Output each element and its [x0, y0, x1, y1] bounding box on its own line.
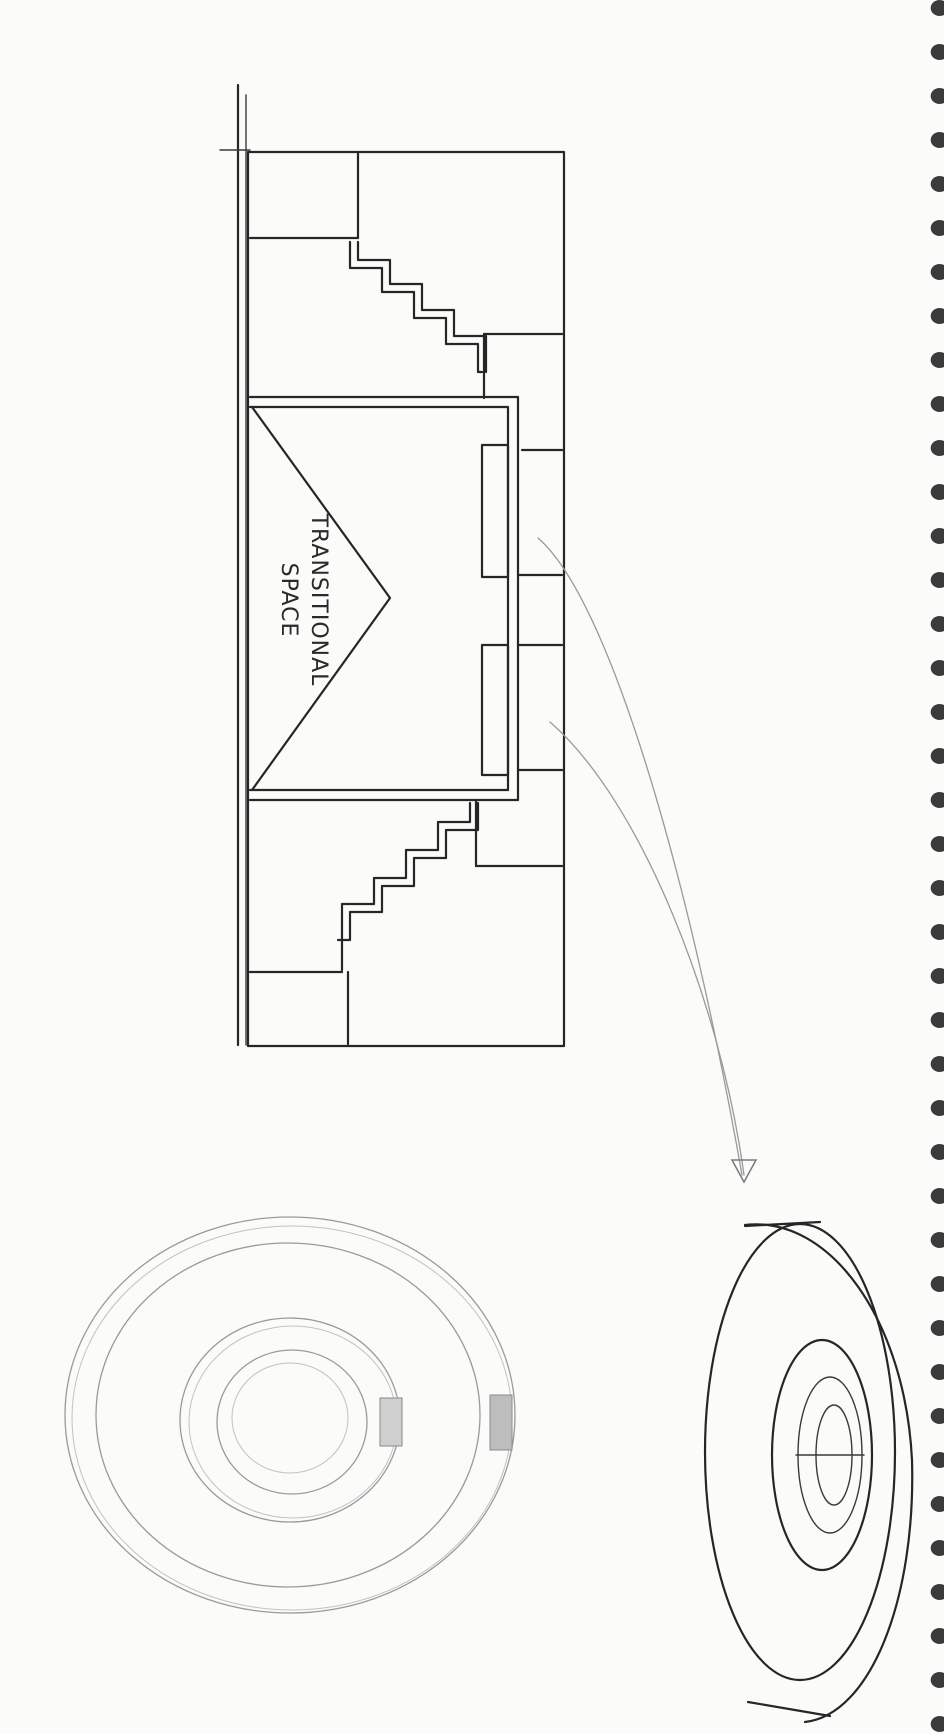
- spiral-binding-icon: [930, 0, 944, 1732]
- arrow-line-2: [549, 721, 745, 1176]
- outer-ring: [64, 1216, 516, 1614]
- spiral-ring: [930, 1012, 944, 1028]
- ring-side-wall: [743, 1223, 914, 1724]
- spiral-ring: [930, 924, 944, 940]
- spiral-ring: [930, 88, 944, 104]
- spiral-ring: [930, 1320, 944, 1336]
- spiral-ring: [930, 0, 944, 16]
- spiral-ring: [930, 1672, 944, 1688]
- spiral-ring: [930, 660, 944, 677]
- spiral-ring: [930, 1452, 944, 1468]
- spiral-ring: [930, 704, 944, 720]
- spiral-ring: [930, 1276, 944, 1292]
- spiral-ring: [930, 308, 944, 324]
- spiral-ring: [930, 1100, 944, 1116]
- spiral-ring: [930, 132, 944, 148]
- spiral-ring: [930, 220, 944, 236]
- spiral-ring: [930, 880, 944, 897]
- roof-v-shape: [250, 405, 392, 792]
- transitional-space-outline: [248, 395, 520, 802]
- spiral-ring: [930, 528, 944, 544]
- transitional-space-outline-inner: [248, 405, 510, 792]
- spiral-ring: [930, 1232, 944, 1248]
- spiral-ring: [930, 968, 944, 984]
- arrow-line-1: [537, 537, 743, 1176]
- spiral-ring: [930, 572, 944, 588]
- lower-stair-inner: [340, 801, 472, 972]
- spiral-ring: [930, 1188, 944, 1204]
- spiral-ring: [930, 1540, 944, 1556]
- inner-ring: [216, 1349, 368, 1495]
- ring-plan-sketch: [64, 1216, 516, 1614]
- spiral-ring: [930, 176, 944, 192]
- ring-rim-bottom: [746, 1700, 832, 1718]
- opening-block: [379, 1397, 403, 1447]
- spiral-ring: [930, 264, 944, 280]
- spiral-ring: [930, 1144, 944, 1160]
- side-panel: [480, 643, 510, 777]
- spiral-ring: [930, 1584, 944, 1600]
- inner-core: [231, 1362, 349, 1474]
- spiral-ring: [930, 1628, 944, 1644]
- label-line-1: TRANSITIONAL: [306, 513, 331, 687]
- spiral-ring: [930, 1716, 944, 1732]
- spiral-ring: [930, 1407, 944, 1424]
- opening-block: [489, 1394, 513, 1451]
- upper-stair: [348, 240, 484, 374]
- arrowhead-icon: [730, 1159, 758, 1184]
- section-drawing: TRANSITIONAL SPACE: [219, 83, 566, 1048]
- spiral-ring: [930, 396, 944, 412]
- spiral-ring: [930, 792, 944, 808]
- outer-ring-shadow: [71, 1225, 513, 1611]
- spiral-ring: [930, 616, 944, 632]
- ring-perspective-sketch: [703, 1220, 914, 1724]
- spiral-ring: [930, 1496, 944, 1512]
- lower-stair: [336, 801, 480, 942]
- spiral-ring: [930, 352, 944, 368]
- spiral-ring: [930, 1363, 944, 1380]
- arrows: [537, 537, 758, 1184]
- spiral-ring: [930, 748, 944, 764]
- ring-rim-top: [743, 1220, 822, 1228]
- spiral-ring: [930, 836, 944, 853]
- ring-top-face: [703, 1222, 897, 1682]
- spiral-ring: [930, 483, 944, 500]
- upper-stair-inner: [356, 240, 488, 374]
- side-panel: [480, 443, 510, 579]
- transitional-space-label: TRANSITIONAL SPACE: [276, 513, 331, 687]
- section-frame: [246, 150, 566, 1048]
- spiral-ring: [930, 440, 944, 456]
- spiral-ring: [930, 1056, 944, 1072]
- spiral-ring: [930, 44, 944, 60]
- inner-opening: [770, 1338, 874, 1572]
- outer-ring-inner-edge: [95, 1242, 481, 1588]
- middle-ring-shadow: [188, 1325, 398, 1519]
- label-line-2: SPACE: [276, 563, 301, 638]
